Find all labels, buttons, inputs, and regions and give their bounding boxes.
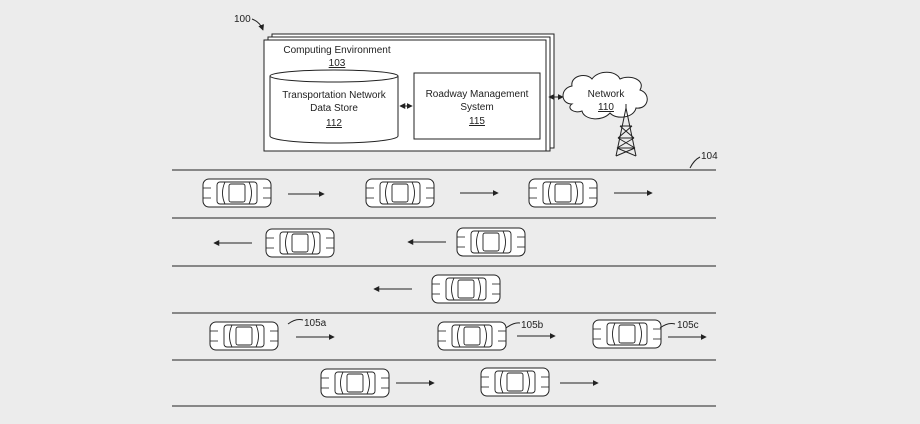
vehicle-c-label: 105c — [677, 320, 699, 331]
vehicle-105a — [209, 321, 279, 351]
vehicle-c-leader — [659, 323, 676, 329]
vehicle — [320, 368, 390, 398]
roadway-lanes — [172, 169, 716, 407]
vehicle — [456, 227, 526, 257]
datastore-line1: Transportation Network — [282, 90, 387, 101]
road-ref-label: 104 — [701, 151, 718, 162]
vehicle — [365, 178, 435, 208]
network-cloud: Network 110 — [562, 71, 648, 120]
vehicle-a-leader — [287, 319, 304, 325]
rms-line2: System — [460, 102, 493, 113]
vehicle — [528, 178, 598, 208]
rms-line1: Roadway Management — [426, 89, 529, 100]
vehicle-b-leader — [505, 322, 521, 329]
network-ref: 110 — [598, 102, 614, 113]
roadway-management-system: Roadway Management System 115 — [413, 72, 541, 140]
vehicle-b-label: 105b — [521, 320, 544, 331]
figure-ref-arrow — [251, 18, 264, 31]
computing-env-title: Computing Environment — [283, 45, 390, 56]
vehicle — [431, 274, 501, 304]
figure-ref-label: 100 — [234, 14, 251, 25]
rms-ref: 115 — [469, 116, 485, 127]
road-ref-leader — [689, 156, 701, 169]
data-store-cylinder: Transportation Network Data Store 112 — [269, 69, 399, 144]
vehicle-a-label: 105a — [304, 318, 327, 329]
vehicle-105b — [437, 321, 507, 351]
vehicle — [265, 228, 335, 258]
computing-env-ref: 103 — [329, 58, 346, 69]
datastore-line2: Data Store — [310, 103, 358, 114]
network-title: Network — [588, 89, 626, 100]
vehicle — [480, 367, 550, 397]
datastore-ref: 112 — [326, 118, 342, 129]
vehicle — [202, 178, 272, 208]
vehicle-105c — [592, 319, 662, 349]
cell-tower-icon — [615, 104, 637, 157]
